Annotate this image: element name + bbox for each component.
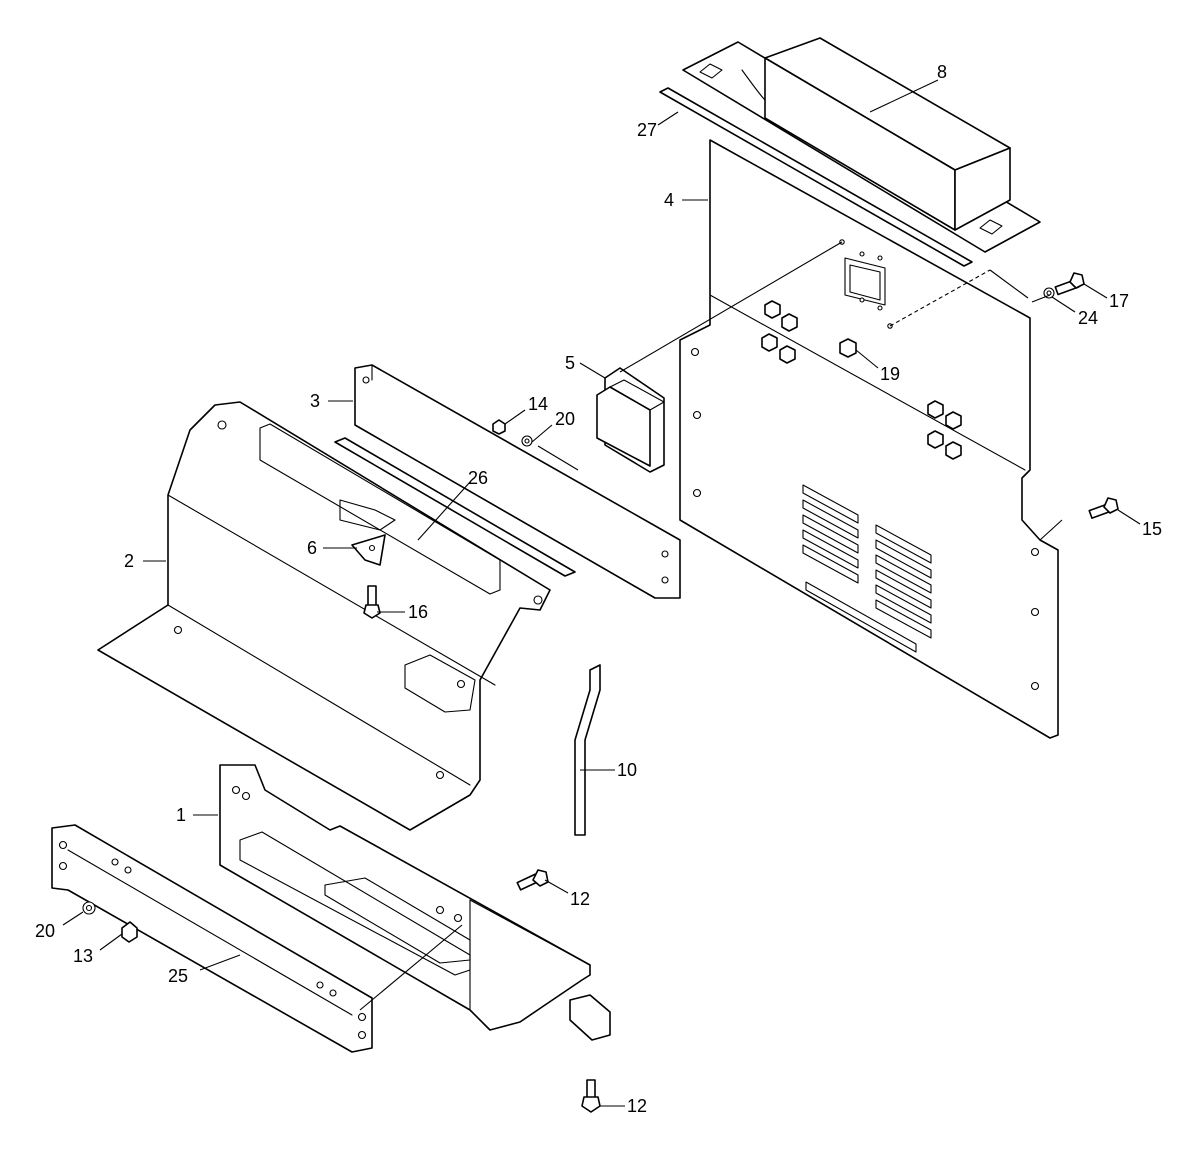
part-5-block [596, 367, 665, 473]
washer-24 [1043, 287, 1055, 299]
callout-labels: 1 2 3 4 5 6 8 10 12 12 13 14 15 16 17 19… [35, 62, 1162, 1116]
nut-19 [839, 338, 857, 358]
callout-1: 1 [176, 805, 186, 825]
part-6-small-bracket [351, 534, 386, 566]
callout-4: 4 [664, 190, 674, 210]
callout-24: 24 [1078, 308, 1098, 328]
callout-14: 14 [528, 394, 548, 414]
callout-16: 16 [408, 602, 428, 622]
part-2-main-cover [97, 401, 551, 831]
callout-6: 6 [307, 538, 317, 558]
callout-12-upper: 12 [570, 889, 590, 909]
part-3-bracket [354, 364, 681, 599]
nut-14 [492, 419, 506, 435]
part-25-bottom-bar [51, 824, 373, 1053]
bolt-15 [1088, 497, 1119, 519]
callout-27: 27 [637, 120, 657, 140]
leader-lines [62, 79, 1141, 1107]
callout-5: 5 [565, 353, 575, 373]
callout-3: 3 [310, 391, 320, 411]
part-16-screw [363, 585, 381, 619]
washer-20-upper [521, 435, 533, 447]
louvers-left [802, 484, 859, 584]
washer-20-left [82, 901, 96, 915]
callout-26: 26 [468, 468, 488, 488]
callout-17: 17 [1109, 291, 1129, 311]
callout-20-upper: 20 [555, 409, 575, 429]
part-26-strip [334, 437, 576, 577]
callout-2: 2 [124, 551, 134, 571]
callout-15: 15 [1142, 519, 1162, 539]
callout-20-left: 20 [35, 921, 55, 941]
louvers-right [875, 524, 932, 639]
part-27-seal-strip [659, 87, 973, 267]
part-4-rear-panel [679, 139, 1059, 739]
callout-8: 8 [937, 62, 947, 82]
callout-19: 19 [880, 364, 900, 384]
nut-13 [121, 921, 138, 943]
bolt-17 [1054, 272, 1085, 296]
fastener-12-lower [581, 1079, 601, 1113]
part-10-cable-strip [574, 664, 601, 836]
callout-10: 10 [617, 760, 637, 780]
callout-12-lower: 12 [627, 1096, 647, 1116]
part-1-lower-frame [219, 764, 611, 1041]
callout-13: 13 [73, 946, 93, 966]
callout-25: 25 [168, 966, 188, 986]
fastener-12-upper [516, 869, 549, 891]
